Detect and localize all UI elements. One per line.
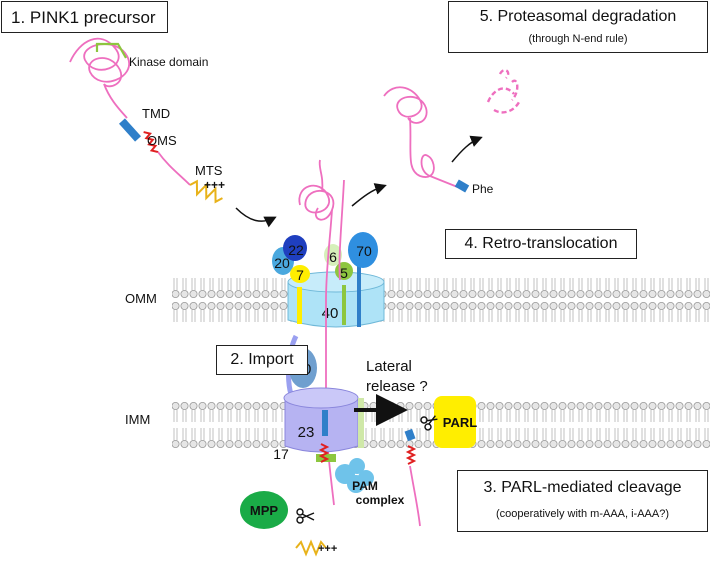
cleaved-oms (405, 445, 417, 465)
step1-title: 1. PINK1 precursor (11, 8, 156, 27)
linker-to-mts (157, 151, 191, 186)
tom7-bar (297, 287, 302, 324)
tim17-bar (358, 398, 364, 448)
step5-subtitle: (through N-end rule) (528, 33, 628, 45)
tim23-barrel-top (283, 387, 359, 409)
step1-box: 1. PINK1 precursor (1, 1, 168, 33)
cleaved-mts (295, 539, 327, 557)
step3-title: 3. PARL-mediated cleavage (483, 479, 682, 496)
step2-title: 2. Import (230, 351, 294, 368)
tom7-subunit (290, 265, 310, 283)
retro-pink1-coil (383, 86, 461, 189)
degraded-fragments (486, 68, 522, 114)
parl-label: PARL (443, 415, 477, 430)
tim17-label: 17 (273, 446, 289, 462)
tom7-label: 7 (296, 267, 304, 283)
omm-label: OMM (125, 291, 157, 306)
tom70-bar (357, 265, 361, 327)
kinase-domain-label: Kinase domain (129, 55, 209, 69)
step4-title: 4. Retro-translocation (464, 235, 618, 252)
cleaved-mts-charge: +++ (318, 543, 337, 555)
cleaved-tail (409, 465, 421, 527)
step2-box: 2. Import (216, 345, 308, 375)
outer-membrane (172, 274, 710, 324)
pam-complex (335, 458, 374, 493)
imm-label: IMM (125, 412, 151, 427)
mts-segment (189, 179, 223, 204)
tmd-label: TMD (142, 106, 171, 121)
phe-residue (454, 179, 470, 193)
tom-complex: 22 20 7 6 5 70 40 (272, 232, 385, 328)
pink1-at-tom-coil (298, 159, 335, 221)
lateral-release-line2: release ? (366, 378, 428, 395)
tom22-subunit (283, 235, 307, 261)
mpp-protease (240, 491, 288, 529)
tom5-label: 5 (340, 265, 348, 281)
tim-channel-oms (318, 443, 330, 463)
tim23-label: 23 (298, 424, 315, 441)
tmd-segment (118, 118, 142, 142)
tom70-label: 70 (356, 243, 372, 259)
tim23-complex: 50 23 17 (273, 334, 364, 463)
pam-label-line1: PAM (352, 479, 378, 493)
tom40-label: 40 (322, 305, 339, 322)
step5-box: 5. Proteasomal degradation (through N-en… (448, 1, 708, 53)
precursor-tail (103, 83, 128, 119)
tom5-bar (342, 285, 346, 325)
tom70-subunit (348, 232, 378, 268)
mts-charge-label: +++ (204, 178, 226, 192)
kinase-domain-coil (69, 37, 131, 88)
mts-label: MTS (195, 163, 223, 178)
tom20-label: 20 (274, 255, 290, 271)
lateral-release-line1: Lateral (366, 358, 412, 375)
arrow-to-tom (235, 207, 277, 228)
pink1-precursor-protein (69, 37, 223, 204)
tim-channel-tmd (322, 410, 328, 436)
parl-scissors-icon (420, 415, 438, 431)
oms-segment (143, 131, 159, 154)
arrow-proteasome (451, 135, 483, 163)
arrow-retro (351, 183, 387, 207)
step3-subtitle: (cooperatively with m-AAA, i-AAA?) (496, 508, 669, 520)
step5-title: 5. Proteasomal degradation (479, 8, 677, 25)
mpp-scissors-icon (296, 508, 315, 524)
mpp-label: MPP (250, 503, 279, 518)
tom22-label: 22 (288, 242, 304, 258)
cleaved-tmd (404, 428, 416, 442)
pink1-exit-strand (338, 179, 345, 281)
kinase-domain-marker (95, 42, 127, 59)
parl-protease (434, 396, 476, 448)
phe-label: Phe (472, 182, 494, 196)
tom6-label: 6 (329, 249, 337, 265)
pam-label-line2: complex (356, 493, 405, 507)
step3-box: 3. PARL-mediated cleavage (cooperatively… (457, 470, 708, 532)
step4-box: 4. Retro-translocation (445, 229, 637, 259)
oms-label: OMS (147, 133, 177, 148)
